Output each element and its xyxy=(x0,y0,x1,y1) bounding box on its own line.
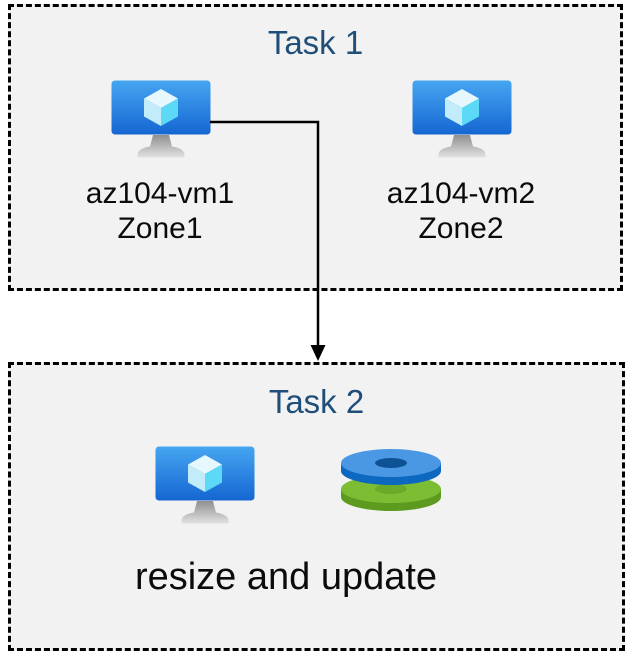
virtual-machine-icon xyxy=(155,446,255,524)
vm2-zone: Zone2 xyxy=(418,212,504,245)
arrowhead-down-icon xyxy=(310,345,326,361)
virtual-machine-icon xyxy=(412,80,512,158)
virtual-machine-icon xyxy=(111,80,211,158)
task1-box: Task 1 az104-vm1 Zone1 az104-vm2 Zone2 xyxy=(8,4,623,291)
vm1-label: az104-vm1 Zone1 xyxy=(30,176,290,246)
task2-caption: resize and update xyxy=(134,556,438,598)
vm2-label: az104-vm2 Zone2 xyxy=(331,176,591,246)
task2-box: Task 2 resize and update xyxy=(8,362,625,651)
task1-title: Task 1 xyxy=(267,24,364,61)
vm1-name: az104-vm1 xyxy=(85,177,235,210)
managed-disks-icon xyxy=(341,449,441,511)
vm1-zone: Zone1 xyxy=(117,212,203,245)
vm2-name: az104-vm2 xyxy=(386,177,536,210)
task2-title: Task 2 xyxy=(268,383,365,420)
